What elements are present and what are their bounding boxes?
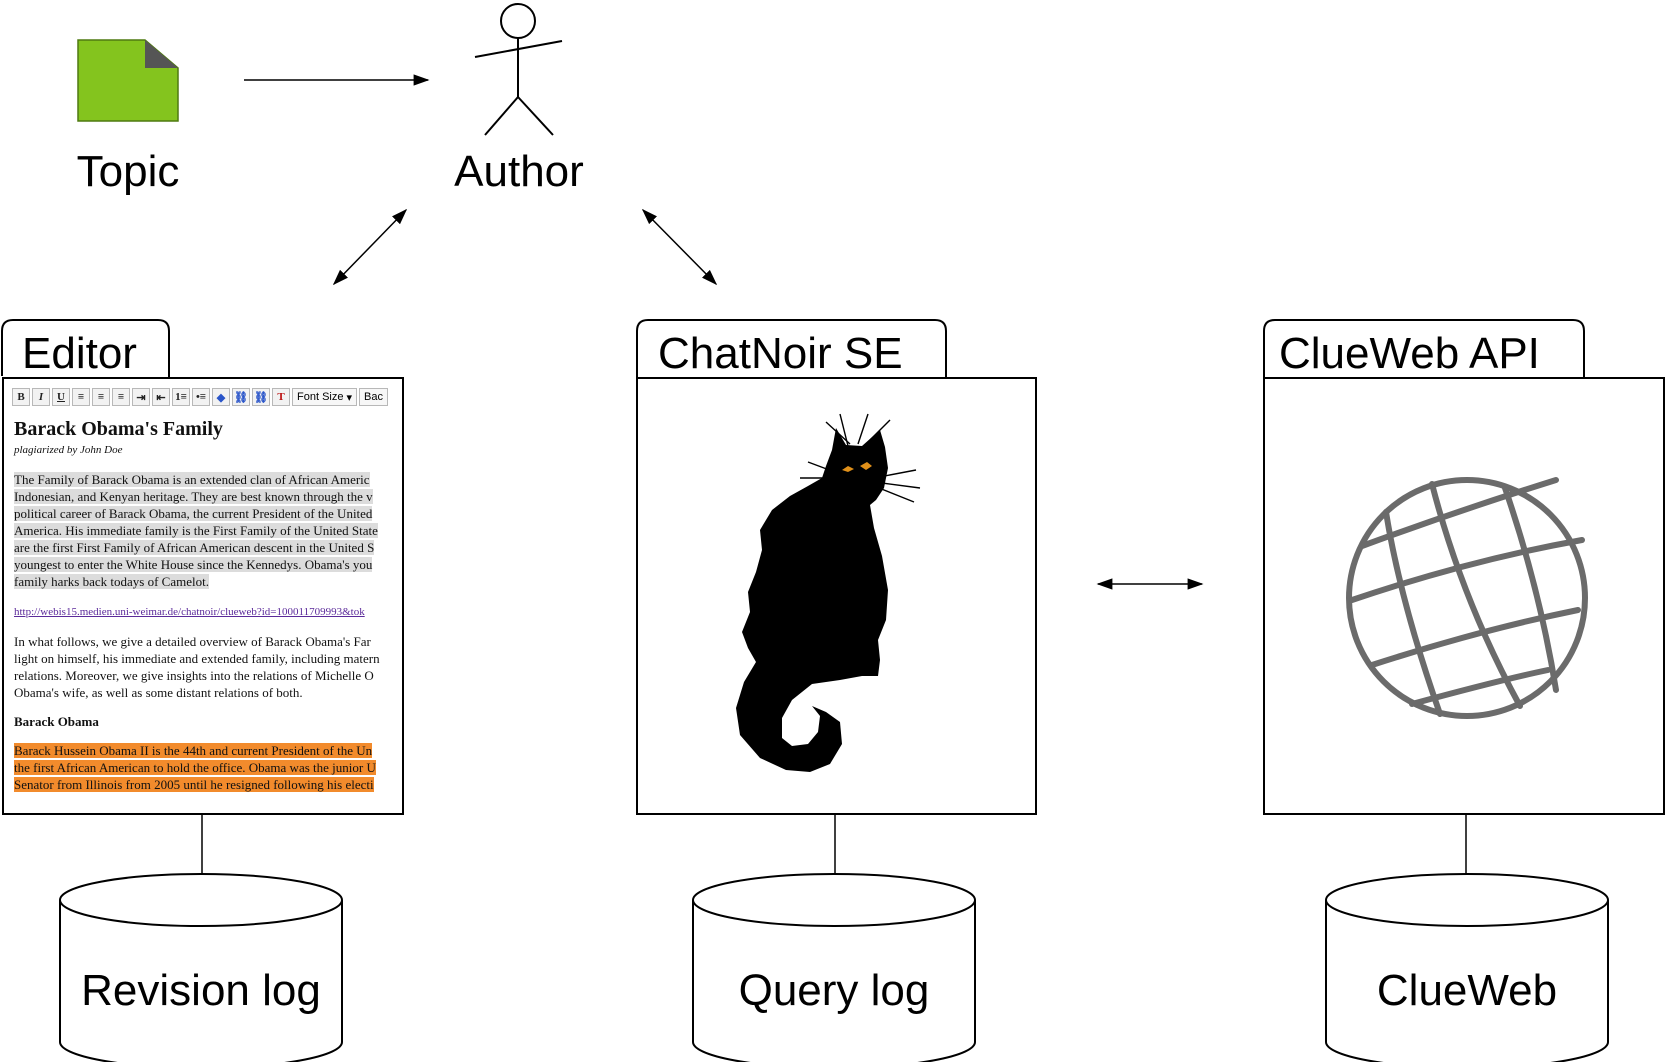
topic-document-icon xyxy=(77,39,179,122)
paragraph-line: political career of Barack Obama, the cu… xyxy=(14,506,373,521)
revision-log-label: Revision log xyxy=(81,966,321,1015)
paragraph-line: In what follows, we give a detailed over… xyxy=(14,634,371,649)
source-link-paragraph: http://webis15.medien.uni-weimar.de/chat… xyxy=(14,602,394,621)
paragraph-grey-highlight: The Family of Barack Obama is an extende… xyxy=(14,471,394,590)
clueweb-database xyxy=(1325,873,1609,1062)
editor-document: Barack Obama's Family plagiarized by Joh… xyxy=(14,416,394,805)
topic-label: Topic xyxy=(77,147,180,196)
paragraph-line: youngest to enter the White House since … xyxy=(14,557,373,572)
unordered-list-button[interactable]: •≡ xyxy=(192,388,210,406)
ordered-list-button[interactable]: 1≡ xyxy=(172,388,190,406)
align-left-button[interactable]: ≡ xyxy=(72,388,90,406)
clueweb-api-tab-label: ClueWeb API xyxy=(1279,329,1540,378)
font-size-label: Font Size xyxy=(297,391,344,403)
bold-button[interactable]: B xyxy=(12,388,30,406)
unlink-icon[interactable]: ⛓ xyxy=(252,388,270,406)
author-label: Author xyxy=(454,147,584,196)
editor-screenshot: B I U ≡ ≡ ≡ ⇥ ⇤ 1≡ •≡ ◆ ⛓ ⛓ T Font Size … xyxy=(6,382,400,812)
editor-tab-label: Editor xyxy=(22,329,137,378)
source-link[interactable]: http://webis15.medien.uni-weimar.de/chat… xyxy=(14,606,365,618)
outdent-button[interactable]: ⇤ xyxy=(152,388,170,406)
italic-button[interactable]: I xyxy=(32,388,50,406)
clueweb-api-box xyxy=(1263,319,1665,815)
query-log-database xyxy=(692,873,976,1062)
black-cat-icon xyxy=(736,413,921,772)
paragraph-line: Indonesian, and Kenyan heritage. They ar… xyxy=(14,489,373,504)
chatnoir-tab-label: ChatNoir SE xyxy=(658,329,903,378)
paragraph-line: are the first First Family of African Am… xyxy=(14,540,375,555)
paragraph-line: relations. Moreover, we give insights in… xyxy=(14,668,374,683)
font-size-select[interactable]: Font Size ▾ xyxy=(292,388,358,406)
clear-format-icon[interactable]: T xyxy=(272,388,290,406)
paragraph-orange-highlight: Barack Hussein Obama II is the 44th and … xyxy=(14,742,394,793)
document-byline: plagiarized by John Doe xyxy=(14,444,123,456)
paragraph-line: Barack Hussein Obama II is the 44th and … xyxy=(14,743,373,758)
section-heading: Barack Obama xyxy=(14,713,394,730)
paragraph-line: America. His immediate family is the Fir… xyxy=(14,523,378,538)
paragraph-line: light on himself, his immediate and exte… xyxy=(14,651,380,666)
paragraph-plain: In what follows, we give a detailed over… xyxy=(14,633,394,701)
image-icon[interactable]: ◆ xyxy=(212,388,230,406)
align-right-button[interactable]: ≡ xyxy=(112,388,130,406)
revision-log-database xyxy=(59,873,343,1062)
globe-icon xyxy=(1346,477,1588,719)
underline-button[interactable]: U xyxy=(52,388,70,406)
clueweb-label: ClueWeb xyxy=(1377,966,1557,1015)
paragraph-line: Obama's wife, as well as some distant re… xyxy=(14,685,303,700)
background-color-select[interactable]: Bac xyxy=(359,388,389,406)
paragraph-line: The Family of Barack Obama is an extende… xyxy=(14,472,370,487)
link-icon[interactable]: ⛓ xyxy=(232,388,250,406)
arrow-author-editor xyxy=(332,208,408,286)
author-stick-figure-icon xyxy=(474,3,563,136)
arrow-author-chatnoir xyxy=(641,208,718,286)
paragraph-line: Senator from Illinois from 2005 until he… xyxy=(14,777,374,792)
paragraph-line: family harks back todays of Camelot. xyxy=(14,574,209,589)
document-title: Barack Obama's Family xyxy=(14,418,223,440)
align-center-button[interactable]: ≡ xyxy=(92,388,110,406)
indent-button[interactable]: ⇥ xyxy=(132,388,150,406)
editor-toolbar: B I U ≡ ≡ ≡ ⇥ ⇤ 1≡ •≡ ◆ ⛓ ⛓ T Font Size … xyxy=(12,386,389,408)
editor-box xyxy=(1,319,404,815)
query-log-label: Query log xyxy=(739,966,930,1015)
paragraph-line: the first African American to hold the o… xyxy=(14,760,376,775)
section-heading-text: Barack Obama xyxy=(14,714,99,729)
